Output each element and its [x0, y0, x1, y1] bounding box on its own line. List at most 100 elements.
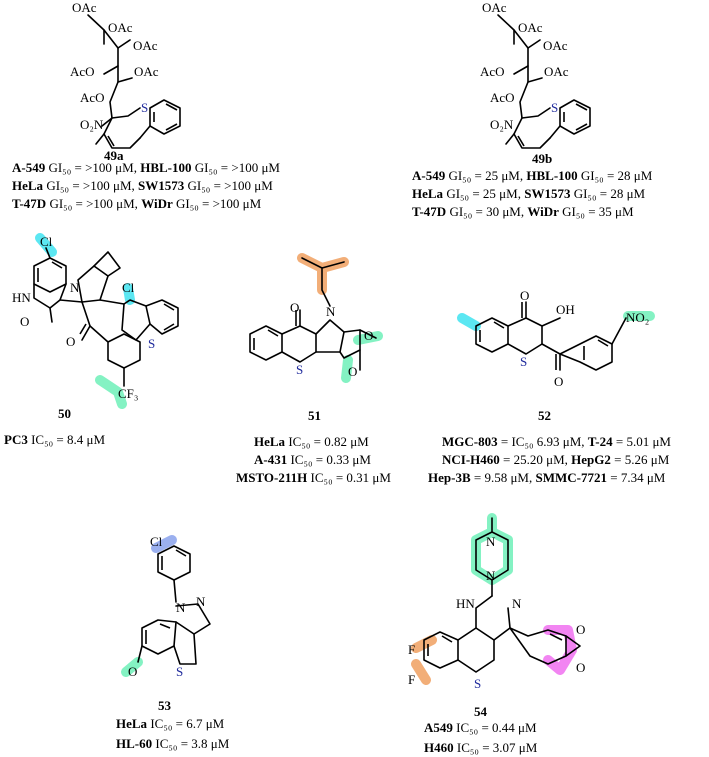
atom-label: CF₃ — [118, 386, 138, 401]
activity-value: IC₅₀ = 0.44 μM — [453, 720, 537, 735]
structure-53: Cl N N S O 53 — [121, 534, 211, 713]
highlight — [543, 625, 577, 675]
cell-line-name: H460 — [424, 740, 454, 755]
activity-line: PC3 IC₅₀ = 8.4 μM — [4, 432, 105, 447]
compound-number: 51 — [308, 408, 321, 423]
atom-label: O — [20, 314, 29, 329]
highlight — [35, 233, 57, 257]
cell-line-name: HL-60 — [116, 736, 152, 751]
cell-line-name: A-431 — [254, 452, 287, 467]
atom-label: AcO — [480, 64, 505, 79]
sulfur-atom: S — [551, 100, 558, 115]
atom-label: OAc — [482, 0, 507, 15]
atom-label: OAc — [133, 38, 158, 53]
atom-label: NO₂ — [626, 310, 649, 325]
activity-line: Hep-3B = 9.58 μM, SMMC-7721 = 7.34 μM — [428, 470, 666, 485]
activity-line: HeLa IC₅₀ = 6.7 μM — [116, 716, 225, 731]
highlight — [121, 657, 143, 677]
atom-label: N — [326, 304, 336, 319]
atom-label: Cl — [122, 280, 135, 295]
activity-line: H460 IC₅₀ = 3.07 μM — [424, 740, 538, 755]
highlight — [95, 375, 127, 409]
activity-value: IC₅₀ = 3.8 μM — [152, 736, 230, 751]
activity-value: GI₅₀ = 28 μM — [578, 168, 653, 183]
atom-label: O₂N — [490, 117, 514, 132]
atom-label: N — [176, 600, 186, 615]
compound-number: 52 — [538, 408, 551, 423]
activity-value: GI₅₀ = >100 μM, — [45, 160, 140, 175]
compound-number: 49b — [532, 151, 552, 166]
atom-label: N — [196, 594, 206, 609]
structure-54: HN N N N S F F O O 54 — [408, 513, 585, 719]
cell-line-name: HeLa — [412, 186, 444, 201]
activity-value: = 7.34 μM — [607, 470, 666, 485]
activity-line: HeLa GI₅₀ = >100 μM, SW1573 GI₅₀ = >100 … — [12, 178, 273, 193]
cell-line-name: T-47D — [412, 204, 446, 219]
atom-label: OAc — [543, 38, 568, 53]
activity-line: MGC-803 = IC₅₀ 6.93 μM, T-24 = 5.01 μM — [442, 434, 671, 449]
cell-line-name: MSTO-211H — [236, 470, 307, 485]
atom-label: HN — [456, 596, 475, 611]
cell-line-name: WiDr — [527, 204, 559, 219]
activity-line: A-431 IC₅₀ = 0.33 μM — [254, 452, 371, 467]
atom-label: AcO — [490, 90, 515, 105]
cell-line-name: HeLa — [12, 178, 44, 193]
activity-value: = 5.26 μM — [611, 452, 670, 467]
activity-value: = 5.01 μM — [613, 434, 672, 449]
atom-label: AcO — [80, 90, 105, 105]
highlight — [457, 313, 481, 331]
activity-line: HL-60 IC₅₀ = 3.8 μM — [116, 736, 230, 751]
activity-value: IC₅₀ = 3.07 μM — [454, 740, 538, 755]
atom-label: HN — [12, 290, 31, 305]
activity-value: GI₅₀ = 25 μM, — [445, 168, 526, 183]
cell-line-name: A549 — [424, 720, 453, 735]
activity-value: GI₅₀ = >100 μM — [184, 178, 273, 193]
atom-label: O — [520, 288, 529, 303]
activity-value: GI₅₀ = 30 μM, — [446, 204, 527, 219]
activity-value: = 9.58 μM, — [471, 470, 536, 485]
activity-line: MSTO-211H IC₅₀ = 0.31 μM — [236, 470, 391, 485]
atom-label: OAc — [108, 20, 133, 35]
atom-label: OAc — [518, 20, 543, 35]
activity-line: A-549 GI₅₀ = 25 μM, HBL-100 GI₅₀ = 28 μM — [412, 168, 653, 183]
atom-label: OAc — [544, 64, 569, 79]
activity-line: A-549 GI₅₀ = >100 μM, HBL-100 GI₅₀ = >10… — [12, 160, 280, 175]
atom-label: Cl — [150, 534, 163, 549]
cell-line-name: NCI-H460 — [442, 452, 500, 467]
cell-line-name: WiDr — [141, 196, 173, 211]
cell-line-name: A-549 — [412, 168, 446, 183]
atom-label: F — [408, 642, 415, 657]
sulfur-atom: S — [141, 100, 148, 115]
atom-label: OAc — [134, 64, 159, 79]
highlight — [123, 283, 135, 305]
compound-number: 50 — [58, 406, 71, 421]
cell-line-name: SW1573 — [138, 178, 185, 193]
activity-value: IC₅₀ = 6.7 μM — [147, 716, 225, 731]
cell-line-name: HBL-100 — [526, 168, 577, 183]
atom-label: O — [66, 334, 75, 349]
structure-51: O N S O O 51 — [249, 253, 383, 423]
cell-line-name: Hep-3B — [428, 470, 471, 485]
highlight — [341, 355, 353, 383]
activity-value: GI₅₀ = 25 μM, — [443, 186, 524, 201]
atom-label: Cl — [40, 234, 53, 249]
cell-line-name: HeLa — [254, 434, 286, 449]
cell-line-name: A-549 — [12, 160, 46, 175]
sulfur-atom: S — [474, 676, 481, 691]
atom-label: O — [554, 374, 563, 389]
cell-line-name: MGC-803 — [442, 434, 498, 449]
atom-label: N — [486, 534, 496, 549]
structure-50: Cl HN O N Cl S O CF₃ 50 — [12, 233, 179, 421]
activity-value: GI₅₀ = >100 μM, — [43, 178, 138, 193]
atom-label: N — [70, 280, 80, 295]
atom-label: O — [348, 364, 357, 379]
activity-value: IC₅₀ = 0.31 μM — [307, 470, 391, 485]
activity-value: GI₅₀ = >100 μM — [192, 160, 281, 175]
activity-value: IC₅₀ = 0.33 μM — [287, 452, 371, 467]
cell-line-name: HeLa — [116, 716, 148, 731]
atom-label: N — [512, 596, 522, 611]
sulfur-atom: S — [296, 362, 303, 377]
compound-number: 49a — [104, 148, 124, 163]
structure-52: O OH NO₂ S O 52 — [457, 288, 655, 423]
